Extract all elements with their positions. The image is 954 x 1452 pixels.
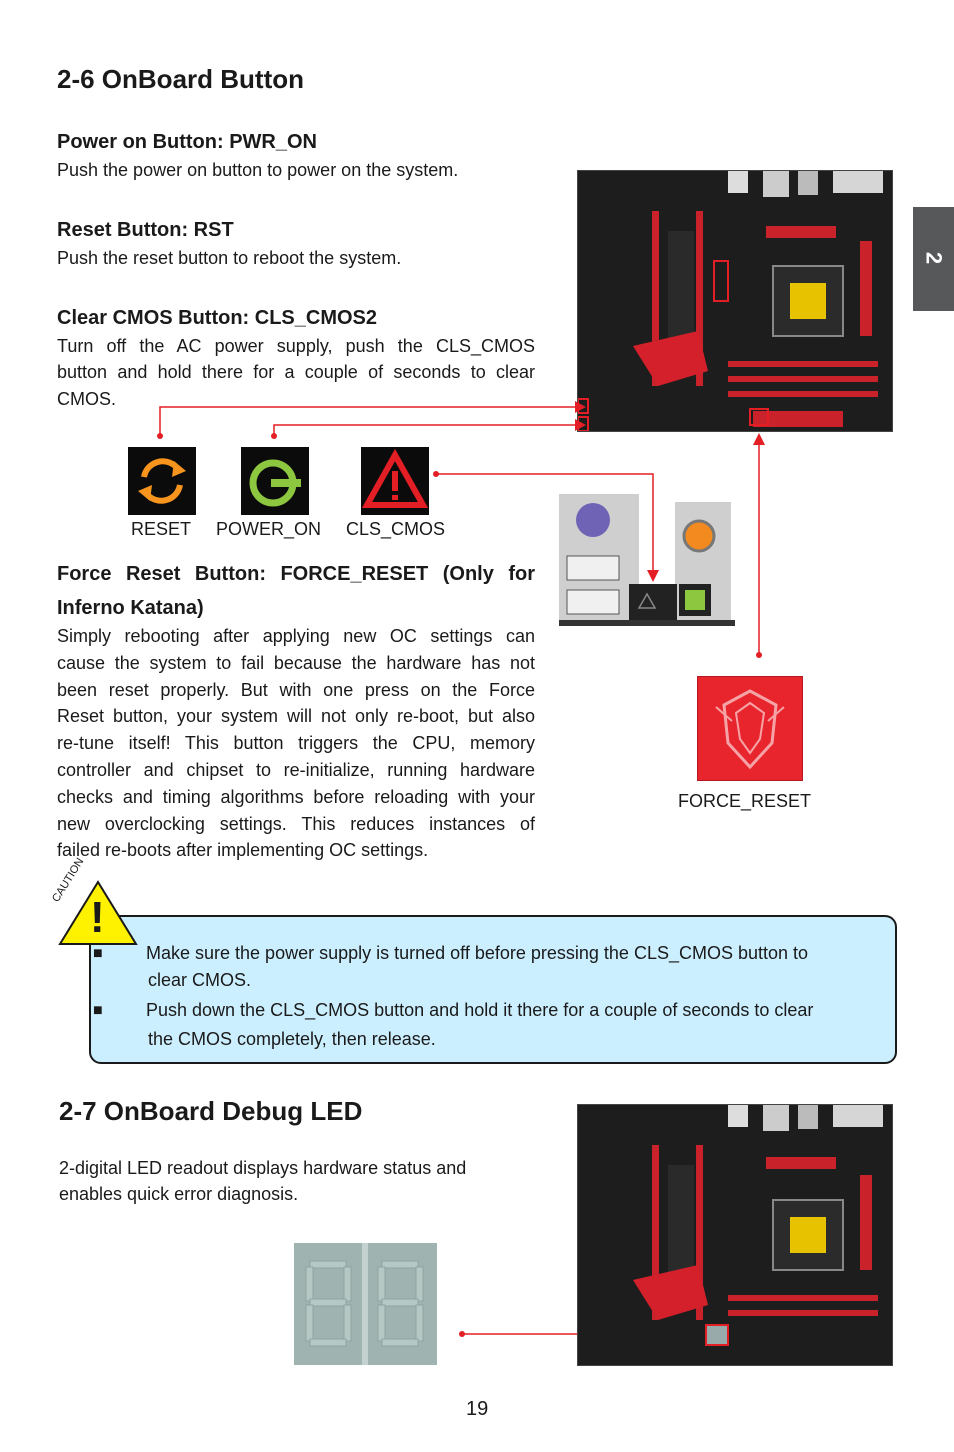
force-text-line-7: checks and timing algorithms before relo… (57, 787, 535, 807)
debug-led-text-line-1: 2-digital LED readout displays hardware … (59, 1158, 467, 1178)
force-text-line-2: cause the system to fail because the har… (57, 653, 535, 673)
power-on-label: POWER_ON (216, 519, 322, 539)
page-number: 19 (466, 1398, 489, 1420)
force-reset-heading-line-1: Force Reset Button: FORCE_RESET (Only fo… (57, 563, 535, 585)
cls-cmos-label: CLS_CMOS (346, 519, 446, 539)
section-title-debug-led: 2-7 OnBoard Debug LED (59, 1096, 363, 1126)
caution-bullet-1: ■ (93, 945, 103, 962)
debug-led-image (294, 1243, 437, 1365)
caution-item-2-line-1: Push down the CLS_CMOS button and hold i… (146, 1000, 814, 1020)
force-text-line-8: new overclocking settings. This reduces … (57, 814, 535, 834)
caution-bullet-2: ■ (93, 1002, 103, 1019)
caution-mark: ! (90, 893, 105, 942)
force-text-line-6: controller and chipset to re-initialize,… (57, 760, 535, 780)
reset-label: RESET (131, 519, 192, 539)
cls-cmos-button-icon (361, 447, 429, 515)
force-text-line-5: re-tune itself! This button triggers the… (57, 733, 535, 753)
reset-arrows-icon (138, 458, 186, 504)
chapter-tab: 2 (913, 207, 954, 311)
caution-box (89, 915, 897, 1064)
power-button-text: Push the power on button to power on the… (57, 160, 459, 180)
force-text-line-9: failed re-boots after implementing OC se… (57, 840, 429, 860)
reset-button-heading: Reset Button: RST (57, 219, 234, 241)
cmos-text-line-3: CMOS. (57, 389, 117, 409)
caution-item-1-line-2: clear CMOS. (148, 970, 252, 990)
debug-led-text-line-2: enables quick error diagnosis. (59, 1184, 299, 1204)
cmos-text-line-1: Turn off the AC power supply, push the C… (57, 336, 535, 356)
caution-item-2-line-2: the CMOS completely, then release. (148, 1029, 436, 1049)
force-text-line-3: been reset properly. But with one press … (57, 680, 535, 700)
force-text-line-4: Reset button, your system will not only … (57, 706, 535, 726)
motherboard-image-top (577, 163, 893, 432)
motherboard-illustration-bottom (578, 1097, 892, 1365)
force-reset-heading-line-2: Inferno Katana) (57, 597, 204, 619)
reset-button-text: Push the reset button to reboot the syst… (57, 248, 402, 268)
cmos-text-line-2: button and hold there for a couple of se… (57, 362, 535, 382)
dragon-shield-icon (715, 689, 785, 770)
force-reset-label: FORCE_RESET (678, 791, 812, 811)
force-reset-button-image (697, 676, 803, 781)
io-panel-illustration (559, 494, 735, 626)
caution-item-1-line-1: Make sure the power supply is turned off… (146, 943, 809, 963)
motherboard-illustration (577, 163, 892, 432)
reset-button-icon (128, 447, 196, 515)
power-symbol-icon (249, 459, 301, 507)
power-button-heading: Power on Button: PWR_ON (57, 131, 317, 153)
section-title-onboard-button: 2-6 OnBoard Button (57, 64, 304, 94)
caution-triangle-icon (58, 880, 138, 945)
warning-triangle-icon (361, 448, 429, 508)
motherboard-image-bottom (577, 1097, 893, 1366)
force-text-line-1: Simply rebooting after applying new OC s… (57, 626, 535, 646)
seven-segment-display (305, 1243, 424, 1365)
caution-badge: ! CAUTION (50, 856, 140, 948)
io-panel-image (559, 494, 735, 626)
power-button-icon (241, 447, 309, 515)
cmos-button-heading: Clear CMOS Button: CLS_CMOS2 (57, 307, 378, 329)
